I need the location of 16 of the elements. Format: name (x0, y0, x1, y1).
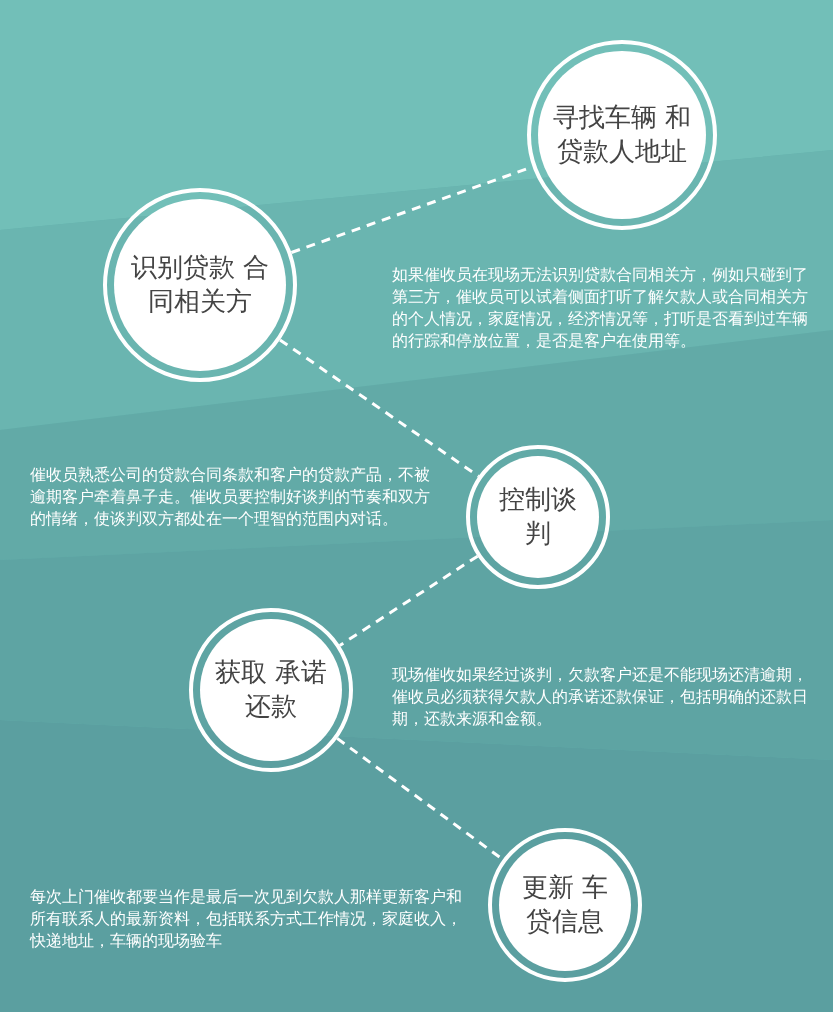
dashed-connector (279, 338, 480, 478)
circle-node (527, 40, 717, 230)
description-text: 每次上门催收都要当作是最后一次见到欠款人那样更新客户和所有联系人的最新资料，包括联系方式工作情况，家庭收入，快递地址，车辆的现场验车 (30, 886, 463, 952)
circle-node (488, 828, 642, 982)
dashed-connector (339, 554, 479, 647)
node-title: 控制谈判 (498, 483, 578, 550)
description-text: 如果催收员在现场无法识别贷款合同相关方，例如只碰到了第三方，催收员可以试着侧面打听了解欠款人或合同相关方的个人情况，家庭情况，经济情况等，打听是否看到过车辆的行踪和停放位置，是否是客户在使用等。 (392, 264, 809, 352)
description-text: 催收员熟悉公司的贷款合同条款和客户的贷款产品，不被逾期客户牵着鼻子走。催收员要控制好谈判的节奏和双方的情绪，使谈判双方都处在一个理智的范围内对话。 (30, 464, 430, 530)
node-title: 识别贷款 合同相关方 (129, 251, 271, 318)
node-title: 寻找车辆 和贷款人地址 (551, 101, 693, 168)
node-title: 获取 承诺还款 (213, 656, 329, 723)
circle-node (466, 445, 610, 589)
node-title: 更新 车贷信息 (520, 871, 610, 938)
description-text: 现场催收如果经过谈判，欠款客户还是不能现场还清逾期，催收员必须获得欠款人的承诺还款保证，包括明确的还款日期，还款来源和金额。 (392, 664, 809, 730)
circle-node (189, 608, 353, 772)
circle-node (103, 188, 297, 382)
